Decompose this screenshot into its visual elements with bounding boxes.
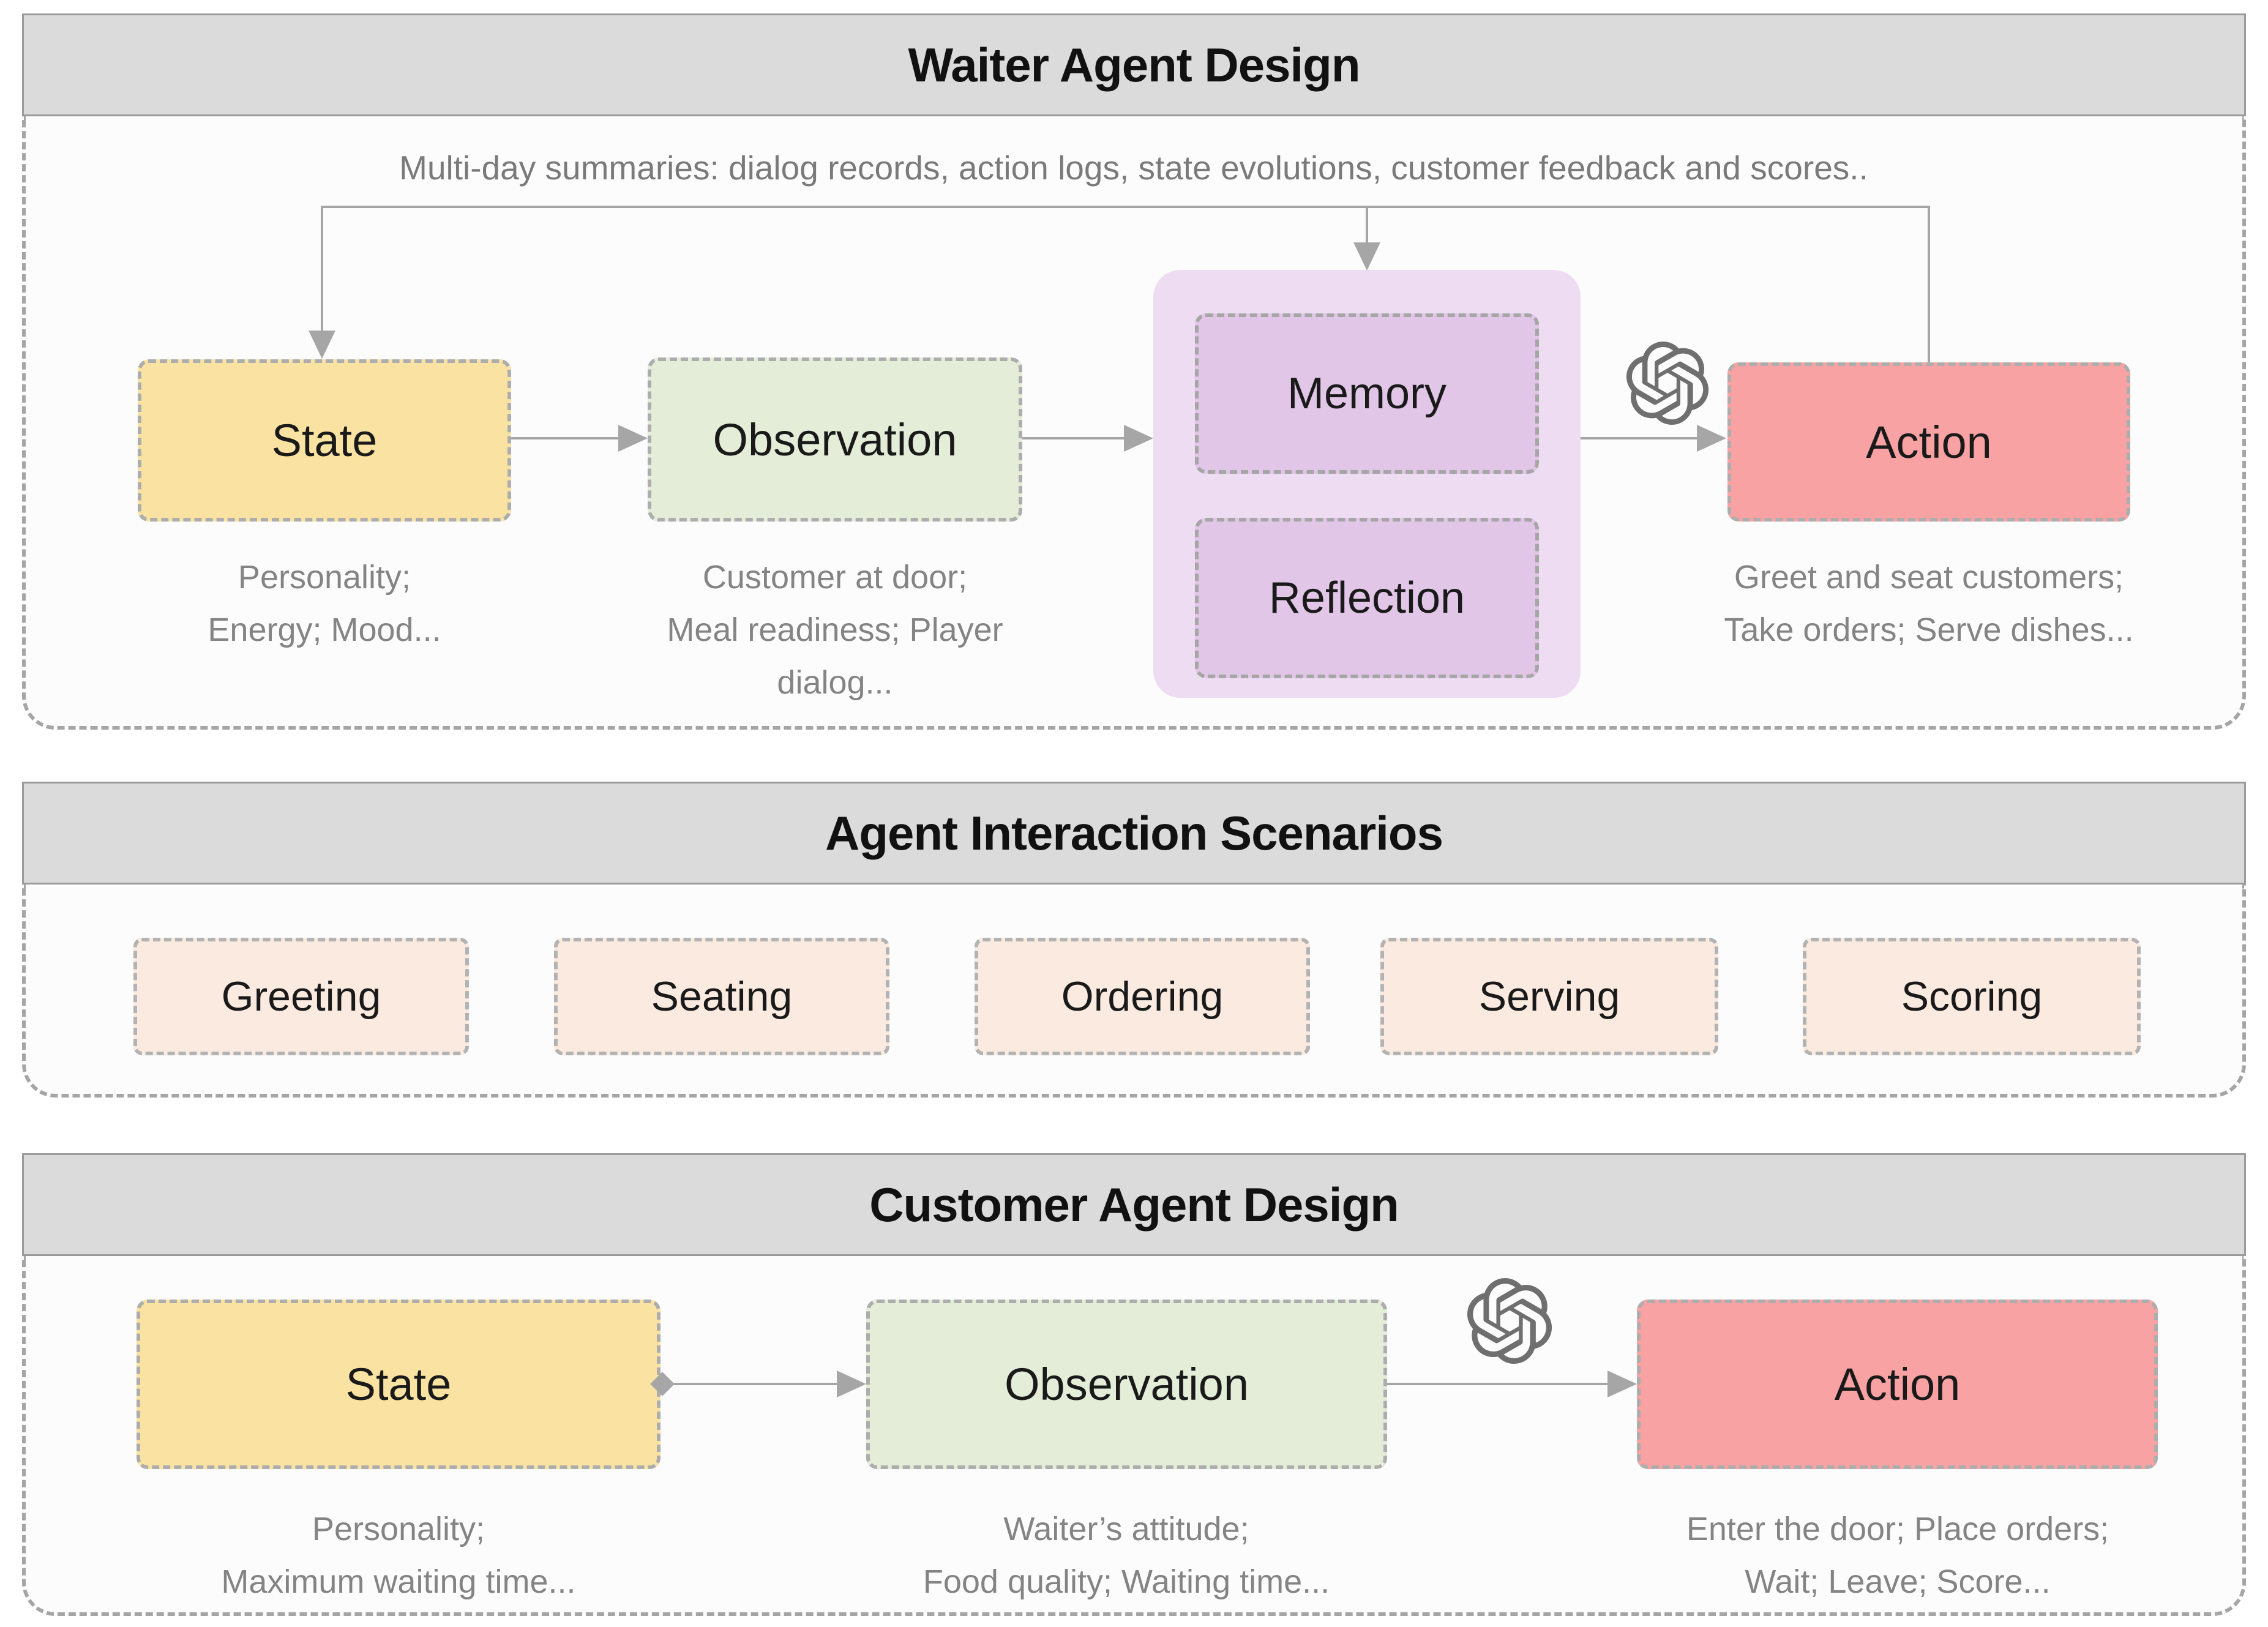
waiter-observation-box: Observation: [648, 357, 1022, 522]
arrowhead-into-observation: [618, 425, 648, 452]
connector-memory-action: [1581, 437, 1698, 439]
connector-customer-state-observation: [668, 1383, 839, 1385]
feedback-line-horizontal: [322, 206, 1930, 208]
connector-customer-observation-action: [1387, 1383, 1610, 1385]
reflection-box: Reflection: [1195, 518, 1539, 678]
waiter-action-box: Action: [1727, 362, 2130, 522]
feedback-line-from-action: [1928, 206, 1930, 364]
customer-section-header: Customer Agent Design: [22, 1153, 2246, 1256]
scenario-box-serving: Serving: [1380, 938, 1718, 1055]
waiter-state-subtext: Personality; Energy; Mood...: [208, 559, 441, 648]
customer-observation-label: Observation: [1005, 1359, 1249, 1410]
waiter-state-label: State: [271, 415, 378, 466]
memory-box: Memory: [1195, 313, 1539, 474]
waiter-action-subtext: Greet and seat customers; Take orders; S…: [1724, 559, 2134, 648]
waiter-section-title: Waiter Agent Design: [908, 37, 1361, 92]
waiter-observation-subtext: Customer at door; Meal readiness; Player…: [667, 559, 1003, 701]
arrowhead-into-memory: [1124, 425, 1153, 452]
arrowhead-into-action: [1697, 425, 1726, 452]
customer-observation-box: Observation: [866, 1300, 1387, 1469]
memory-label: Memory: [1287, 369, 1447, 418]
arrowhead-into-memory-group: [1353, 242, 1380, 271]
customer-action-subtext: Enter the door; Place orders; Wait; Leav…: [1686, 1511, 2109, 1600]
customer-state-subtext: Personality; Maximum waiting time...: [221, 1511, 576, 1600]
waiter-state-box: State: [138, 359, 511, 522]
scenario-box-greeting: Greeting: [133, 938, 469, 1055]
scenario-box-scoring: Scoring: [1803, 938, 2141, 1055]
waiter-section-header: Waiter Agent Design: [22, 13, 2246, 116]
customer-action-label: Action: [1834, 1359, 1961, 1410]
reflection-label: Reflection: [1268, 574, 1465, 623]
customer-observation-subtext: Waiter’s attitude; Food quality; Waiting…: [923, 1511, 1330, 1600]
customer-state-box: State: [137, 1300, 661, 1469]
scenarios-section-header: Agent Interaction Scenarios: [22, 782, 2246, 885]
customer-section-title: Customer Agent Design: [869, 1177, 1399, 1232]
connector-state-observation: [511, 437, 621, 439]
feedback-line-to-memory: [1366, 206, 1368, 244]
scenario-box-ordering: Ordering: [975, 938, 1310, 1055]
connector-observation-memory: [1022, 437, 1126, 439]
openai-logo-icon: [1467, 1278, 1552, 1364]
openai-logo-icon: [1626, 342, 1709, 425]
scenarios-section-title: Agent Interaction Scenarios: [825, 806, 1443, 860]
feedback-annotation: Multi-day summaries: dialog records, act…: [399, 149, 1868, 187]
arrowhead-into-customer-action: [1607, 1371, 1637, 1397]
arrowhead-into-state: [309, 331, 335, 359]
feedback-line-to-state: [321, 206, 323, 332]
waiter-action-label: Action: [1866, 416, 1992, 468]
customer-state-label: State: [345, 1359, 452, 1410]
customer-action-box: Action: [1637, 1300, 2158, 1469]
waiter-observation-label: Observation: [713, 414, 957, 465]
arrowhead-into-customer-observation: [837, 1371, 866, 1397]
scenario-box-seating: Seating: [554, 938, 889, 1055]
